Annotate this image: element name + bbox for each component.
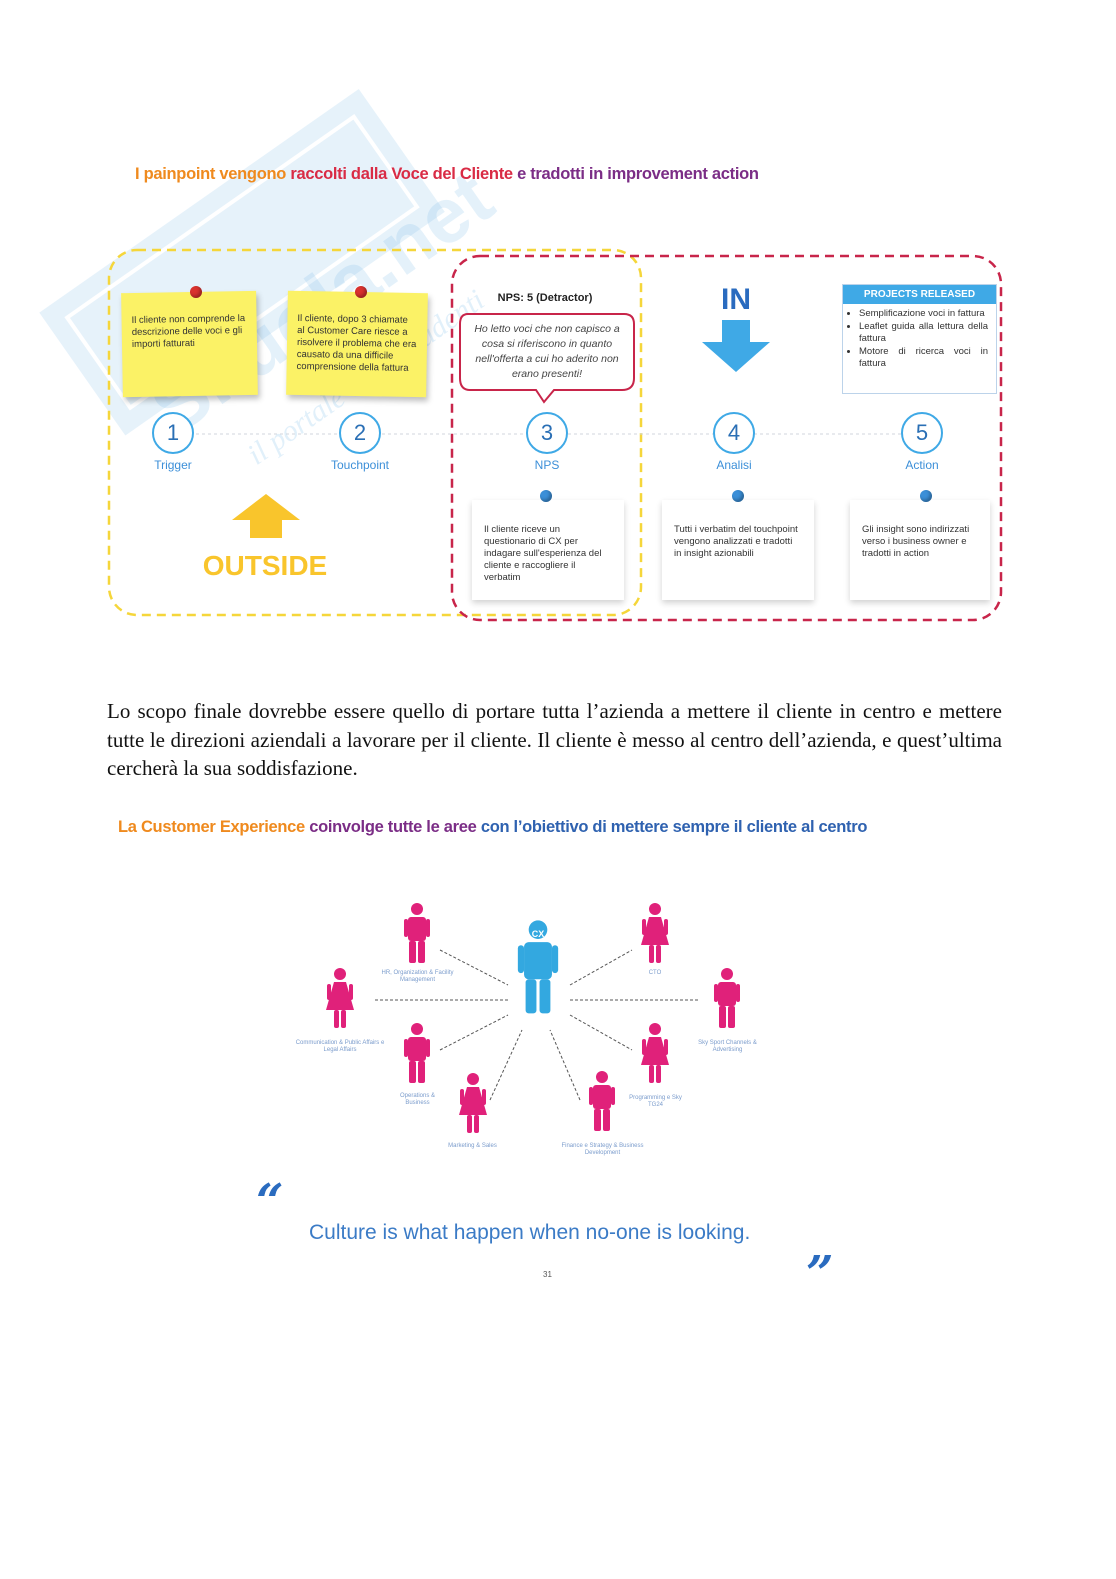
pin-icon <box>920 490 932 502</box>
step-3-circle: 3 <box>526 412 568 454</box>
title2-part-1: La Customer Experience <box>118 818 305 836</box>
in-label: IN <box>721 283 751 316</box>
project-item: Leaflet guida alla lettura della fattura <box>859 321 988 346</box>
person-icon <box>404 903 430 963</box>
title-part-5: improvement action <box>607 165 759 183</box>
arrow-up-icon <box>232 494 300 538</box>
card-nps: Il cliente riceve un questionario di CX … <box>472 500 624 600</box>
org-diagram: CX <box>326 903 740 1133</box>
person-icon <box>459 1073 487 1133</box>
step-2-circle: 2 <box>339 412 381 454</box>
card-nps-text: Il cliente riceve un questionario di CX … <box>484 524 602 583</box>
area-label: CTO <box>648 970 662 976</box>
person-icon <box>641 1023 669 1083</box>
step-3-label: NPS <box>534 458 560 472</box>
pin-icon <box>540 490 552 502</box>
person-icon <box>714 968 740 1028</box>
title-part-1: I painpoint vengono <box>135 165 287 183</box>
person-icon <box>404 1023 430 1083</box>
body-paragraph: Lo scopo finale dovrebbe essere quello d… <box>107 699 1002 780</box>
sticky-note-2-text: Il cliente, dopo 3 chiamate al Customer … <box>296 312 417 374</box>
quote-open-icon: “ <box>256 1174 284 1230</box>
outside-label: OUTSIDE <box>202 550 328 581</box>
center-label: CX <box>532 929 545 939</box>
title2-part-3: con l’obiettivo di mettere sempre il cli… <box>480 818 868 836</box>
title-part-4: e tradotti in <box>517 165 603 183</box>
step-5-circle: 5 <box>901 412 943 454</box>
page-number: 31 <box>543 1270 552 1279</box>
area-label: HR, Organization & Facility Management <box>381 970 454 983</box>
projects-header: PROJECTS RELEASED <box>843 285 996 304</box>
section2-title: La Customer Experience coinvolge tutte l… <box>118 818 867 837</box>
section1-title: I painpoint vengono raccolti dalla Voce … <box>135 165 759 184</box>
card-action-text: Gli insight sono indirizzati verso i bus… <box>862 524 970 559</box>
area-label: Communication & Public Affairs e Legal A… <box>295 1040 385 1053</box>
pin-icon <box>355 286 367 298</box>
step-4-circle: 4 <box>713 412 755 454</box>
person-icon <box>326 968 354 1028</box>
projects-box: PROJECTS RELEASED Semplificazione voci i… <box>842 284 997 394</box>
quote-close-icon: ” <box>806 1246 834 1302</box>
sticky-note-1-text: Il cliente non comprende la descrizione … <box>131 313 246 351</box>
area-label: Programming e Sky TG24 <box>629 1095 682 1108</box>
pin-icon <box>732 490 744 502</box>
title-part-2: raccolti dalla <box>290 165 388 183</box>
projects-list: Semplificazione voci in fattura Leaflet … <box>843 308 996 371</box>
sticky-note-2: Il cliente, dopo 3 chiamate al Customer … <box>286 290 428 398</box>
card-action: Gli insight sono indirizzati verso i bus… <box>850 500 990 600</box>
quote-text: Culture is what happen when no-one is lo… <box>309 1221 751 1244</box>
sticky-note-1: Il cliente non comprende la descrizione … <box>121 290 258 398</box>
person-icon <box>641 903 669 963</box>
card-analisi-text: Tutti i verbatim del touchpoint vengono … <box>674 524 798 559</box>
nps-heading: NPS: 5 (Detractor) <box>497 292 593 304</box>
arrow-down-icon <box>702 320 770 372</box>
area-label: Finance e Strategy & Business Developmen… <box>561 1143 644 1156</box>
nps-bubble-text: Ho letto voci che non capisco a cosa si … <box>474 323 620 380</box>
speech-bubble <box>459 313 635 404</box>
card-analisi: Tutti i verbatim del touchpoint vengono … <box>662 500 814 600</box>
step-4-label: Analisi <box>716 458 752 472</box>
area-label: Marketing & Sales <box>448 1143 497 1149</box>
project-item: Motore di ricerca voci in fattura <box>859 346 988 371</box>
title2-part-2: coinvolge tutte le aree <box>309 818 477 836</box>
area-label: Sky Sport Channels & Advertising <box>698 1040 757 1053</box>
title-part-3: Voce del Cliente <box>391 165 513 183</box>
step-5-label: Action <box>905 458 939 472</box>
pin-icon <box>190 286 202 298</box>
area-label: Operations & Business <box>399 1093 436 1106</box>
step-1-label: Trigger <box>154 458 192 472</box>
step-2-label: Touchpoint <box>330 458 390 472</box>
person-icon <box>589 1071 615 1131</box>
project-item: Semplificazione voci in fattura <box>859 308 988 321</box>
step-1-circle: 1 <box>152 412 194 454</box>
